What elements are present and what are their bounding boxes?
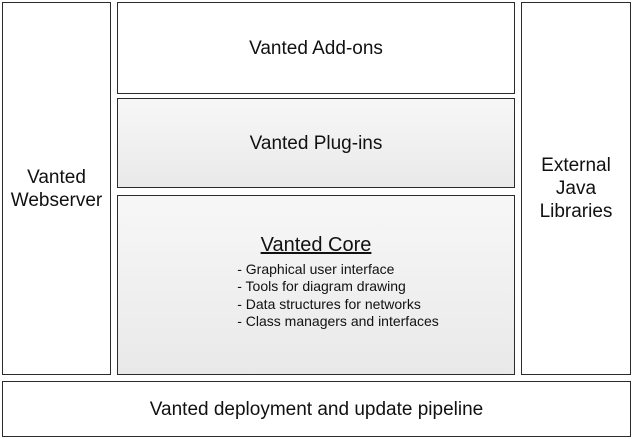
vanted-webserver-label: Vanted Webserver — [11, 166, 103, 212]
core-feature-item: Graphical user interface — [237, 261, 439, 279]
external-java-libraries-label-line-1: External — [541, 155, 611, 176]
external-java-libraries-label-line-3: Libraries — [539, 201, 613, 222]
vanted-core-feature-list: Graphical user interface Tools for diagr… — [237, 261, 439, 331]
external-java-libraries-box: External Java Libraries — [521, 2, 631, 375]
deployment-pipeline-label: Vanted deployment and update pipeline — [149, 398, 484, 420]
deployment-pipeline-box: Vanted deployment and update pipeline — [2, 381, 631, 437]
core-feature-item: Class managers and interfaces — [237, 313, 439, 331]
core-feature-item: Tools for diagram drawing — [237, 278, 439, 296]
vanted-core-title: Vanted Core — [260, 233, 372, 256]
vanted-webserver-box: Vanted Webserver — [2, 2, 111, 375]
vanted-webserver-label-line-2: Webserver — [10, 189, 103, 211]
vanted-addons-box: Vanted Add-ons — [117, 2, 515, 94]
vanted-plugins-box: Vanted Plug-ins — [117, 98, 515, 188]
vanted-webserver-label-line-1: Vanted — [27, 166, 86, 188]
external-java-libraries-label: External Java Libraries — [540, 154, 613, 223]
vanted-addons-label: Vanted Add-ons — [249, 37, 383, 59]
vanted-core-box: Vanted Core Graphical user interface Too… — [117, 195, 515, 375]
vanted-plugins-label: Vanted Plug-ins — [249, 132, 383, 154]
external-java-libraries-label-line-2: Java — [555, 178, 597, 199]
core-feature-item: Data structures for networks — [237, 296, 439, 314]
